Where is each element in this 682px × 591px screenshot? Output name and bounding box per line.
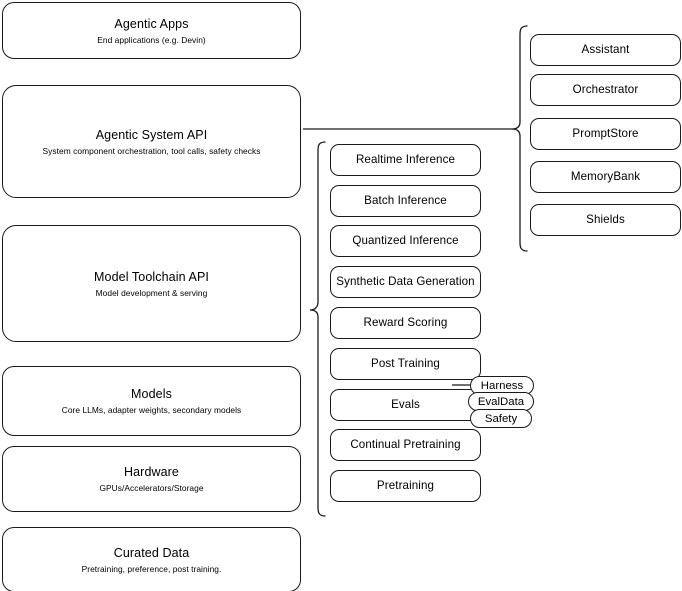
capability-node-synthetic-data-generation[interactable]: Synthetic Data Generation [330,266,481,298]
node-title: Agentic System API [95,127,208,142]
node-title: Batch Inference [364,194,447,207]
brace-agentic-components [511,25,528,252]
node-subtitle: GPUs/Accelerators/Storage [99,483,204,493]
node-subtitle: Model development & serving [95,287,208,298]
node-title: Quantized Inference [352,234,459,247]
pill-label: Safety [484,412,518,425]
node-subtitle: End applications (e.g. Devin) [97,34,206,45]
capability-node-pretraining[interactable]: Pretraining [330,470,481,502]
capability-node-realtime-inference[interactable]: Realtime Inference [330,144,481,176]
component-node-shields[interactable]: Shields [530,204,681,236]
node-title: Reward Scoring [363,316,448,329]
node-title: Continual Pretraining [350,438,461,451]
node-title: Shields [586,213,625,226]
eval-pill-evaldata[interactable]: EvalData [468,392,534,411]
node-title: Synthetic Data Generation [336,275,475,288]
component-node-memorybank[interactable]: MemoryBank [530,161,681,193]
component-node-assistant[interactable]: Assistant [530,34,681,66]
capability-node-reward-scoring[interactable]: Reward Scoring [330,307,481,339]
node-title: Realtime Inference [355,153,456,166]
eval-pill-safety[interactable]: Safety [470,409,532,428]
pill-label: EvalData [477,395,525,408]
capability-node-evals[interactable]: Evals [330,389,481,421]
node-title: Models [131,387,172,401]
component-node-orchestrator[interactable]: Orchestrator [530,74,681,106]
node-title: Curated Data [113,545,190,560]
capability-node-batch-inference[interactable]: Batch Inference [330,185,481,217]
node-subtitle: Core LLMs, adapter weights, secondary mo… [61,405,242,415]
stack-node-agentic-apps[interactable]: Agentic Apps End applications (e.g. Devi… [2,2,301,59]
stack-node-hardware[interactable]: Hardware GPUs/Accelerators/Storage [2,446,301,512]
node-title: Evals [391,398,420,411]
stack-node-curated-data[interactable]: Curated Data Pretraining, preference, po… [2,527,301,591]
node-subtitle: System component orchestration, tool cal… [42,145,261,156]
node-subtitle: Pretraining, preference, post training. [81,563,222,574]
node-title: MemoryBank [570,170,641,183]
node-title: PromptStore [572,127,639,140]
node-title: Agentic Apps [114,16,189,31]
capability-node-post-training[interactable]: Post Training [330,348,481,380]
stack-node-models[interactable]: Models Core LLMs, adapter weights, secon… [2,366,301,436]
node-title: Hardware [124,465,179,479]
node-title: Model Toolchain API [94,269,209,284]
brace-toolchain-capabilities [309,141,326,517]
stack-node-model-toolchain-api[interactable]: Model Toolchain API Model development & … [2,225,301,342]
node-title: Post Training [371,357,440,370]
capability-node-quantized-inference[interactable]: Quantized Inference [330,225,481,257]
node-title: Orchestrator [572,83,639,96]
pill-label: Harness [480,379,524,392]
stack-node-agentic-system-api[interactable]: Agentic System API System component orch… [2,85,301,198]
node-title: Pretraining [376,479,435,492]
capability-node-continual-pretraining[interactable]: Continual Pretraining [330,429,481,461]
component-node-promptstore[interactable]: PromptStore [530,118,681,150]
node-title: Assistant [581,43,630,56]
